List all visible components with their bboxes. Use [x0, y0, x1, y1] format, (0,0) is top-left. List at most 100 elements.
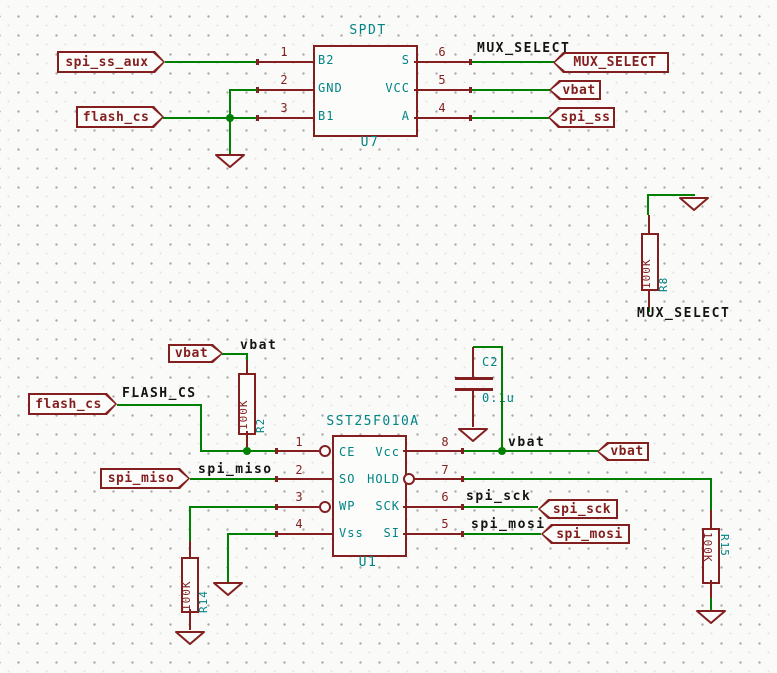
- label-text: spi_sck: [552, 501, 612, 517]
- u1-ref[interactable]: U1: [358, 555, 378, 570]
- global-label-spi-sck[interactable]: spi_sck: [538, 499, 618, 519]
- c2-ref[interactable]: C2: [482, 355, 499, 369]
- global-label-flash-cs-mid[interactable]: flash_cs: [28, 393, 117, 415]
- u7-pin-name-gnd: GND: [318, 81, 343, 95]
- u1-pin-name-hold: HOLD: [367, 472, 400, 486]
- r8-value[interactable]: 100K: [640, 258, 653, 290]
- net-label-spi-miso[interactable]: spi_miso: [198, 462, 273, 477]
- wire-mux-select[interactable]: [472, 61, 554, 63]
- u1-pin2-number: 2: [295, 463, 303, 477]
- u1-pin-name-wp: WP: [339, 499, 356, 513]
- label-fill: [555, 54, 667, 71]
- wire-spi-ss[interactable]: [472, 117, 549, 119]
- u1-pin8-number: 8: [441, 435, 449, 449]
- wire-r8-stub[interactable]: [648, 308, 650, 312]
- u1-pin7-number: 7: [441, 463, 449, 477]
- u7-pin1-stub: [256, 59, 313, 65]
- u1-pin7-stub: [415, 476, 464, 482]
- net-label-flash-cs[interactable]: FLASH_CS: [122, 386, 197, 401]
- u7-pin3-number: 3: [280, 101, 288, 115]
- r8-body[interactable]: [641, 233, 659, 291]
- u7-ref[interactable]: U7: [360, 135, 380, 150]
- u7-pin4-number: 4: [438, 101, 446, 115]
- u7-pin-name-b1: B1: [318, 109, 335, 123]
- u1-pin-name-vcc: Vcc: [375, 445, 400, 459]
- u7-pin-name-b2: B2: [318, 53, 335, 67]
- wire-flash-cs-top[interactable]: [163, 117, 256, 119]
- wire-spi-miso[interactable]: [190, 478, 275, 480]
- label-fill: [551, 82, 599, 98]
- label-text: spi_ss: [560, 110, 611, 125]
- u7-body[interactable]: [313, 45, 418, 137]
- wire-flash-cs-v[interactable]: [200, 404, 202, 451]
- wire-wp-v[interactable]: [189, 506, 191, 541]
- r2-value[interactable]: 100K: [237, 399, 250, 431]
- wire-flash-cs-h[interactable]: [117, 404, 202, 406]
- label-fill: [78, 108, 162, 126]
- global-label-spi-ss[interactable]: spi_ss: [548, 107, 615, 128]
- global-label-vbat-top[interactable]: vbat: [549, 80, 601, 100]
- net-label-mux-select-bottom[interactable]: MUX_SELECT: [637, 306, 731, 321]
- net-label-spi-mosi[interactable]: spi_mosi: [471, 517, 546, 532]
- label-text: vbat: [562, 82, 596, 98]
- r14-lead-top: [189, 541, 191, 557]
- wire-vcc-vbat[interactable]: [464, 450, 598, 452]
- gnd-symbol-r8[interactable]: [678, 196, 710, 212]
- gnd-symbol-u7[interactable]: [214, 153, 246, 169]
- net-label-mux-select-top[interactable]: MUX_SELECT: [477, 41, 571, 56]
- u7-pin-name-a: A: [401, 109, 410, 123]
- wire-c2-top[interactable]: [473, 346, 503, 348]
- r8-lead-bottom: [648, 291, 650, 308]
- gnd-symbol-c2[interactable]: [457, 427, 489, 443]
- c2-value[interactable]: 0.1u: [482, 391, 515, 405]
- wire-spi-mosi[interactable]: [464, 533, 541, 535]
- global-label-flash-cs-top[interactable]: flash_cs: [76, 106, 164, 128]
- u7-value[interactable]: SPDT: [349, 23, 387, 38]
- r2-lead-top: [246, 360, 248, 373]
- r8-ref[interactable]: R8: [657, 276, 670, 292]
- wire-vbat-r2-v[interactable]: [246, 353, 248, 361]
- wire-vbat-r2-h[interactable]: [222, 353, 248, 355]
- global-label-vbat-mid[interactable]: vbat: [597, 442, 649, 461]
- global-label-mux-select[interactable]: MUX_SELECT: [553, 52, 669, 73]
- u1-pin8-stub: [403, 448, 464, 454]
- wire-vss-h[interactable]: [228, 533, 275, 535]
- r15-value[interactable]: 100K: [701, 532, 714, 563]
- net-label-vbat-pin8[interactable]: vbat: [508, 435, 546, 450]
- gnd-symbol-r15[interactable]: [695, 609, 727, 625]
- wire-r15-gnd[interactable]: [710, 598, 712, 610]
- wire-spi-ss-aux[interactable]: [165, 61, 256, 63]
- c2-plate-bottom[interactable]: [455, 388, 493, 391]
- global-label-spi-miso[interactable]: spi_miso: [100, 468, 190, 489]
- wire-spi-sck[interactable]: [464, 506, 538, 508]
- wire-hold-v[interactable]: [710, 478, 712, 510]
- label-fill: [102, 470, 188, 487]
- wire-r8-gnd-h[interactable]: [648, 194, 695, 196]
- gnd-symbol-vss[interactable]: [212, 581, 244, 597]
- r15-ref[interactable]: R15: [718, 534, 731, 557]
- u1-value[interactable]: SST25F010A: [326, 414, 420, 429]
- wire-c2-vbat-v[interactable]: [501, 346, 503, 452]
- u7-pin2-number: 2: [280, 73, 288, 87]
- wire-vbat-top[interactable]: [472, 89, 550, 91]
- r2-ref[interactable]: R2: [254, 417, 267, 433]
- u1-body[interactable]: [332, 435, 407, 557]
- label-text: vbat: [610, 444, 644, 459]
- wire-flash-cs-to-ce[interactable]: [200, 450, 275, 452]
- wire-wp-h[interactable]: [190, 506, 275, 508]
- wire-r8-gnd-v[interactable]: [647, 194, 649, 215]
- r14-ref[interactable]: R14: [197, 590, 210, 613]
- label-text: flash_cs: [35, 396, 102, 412]
- global-label-spi-ss-aux[interactable]: spi_ss_aux: [57, 51, 165, 73]
- net-label-vbat-r2[interactable]: vbat: [240, 338, 278, 353]
- wire-u7-gnd-h[interactable]: [230, 89, 257, 91]
- wire-hold-h[interactable]: [464, 478, 712, 480]
- gnd-symbol-r14[interactable]: [174, 630, 206, 646]
- wire-vss-v[interactable]: [227, 533, 229, 582]
- c2-plate-top[interactable]: [455, 377, 493, 380]
- net-label-spi-sck[interactable]: spi_sck: [466, 489, 532, 504]
- r14-value[interactable]: 100K: [180, 580, 193, 612]
- global-label-spi-mosi[interactable]: spi_mosi: [541, 524, 630, 544]
- global-label-vbat-r2[interactable]: vbat: [168, 344, 223, 363]
